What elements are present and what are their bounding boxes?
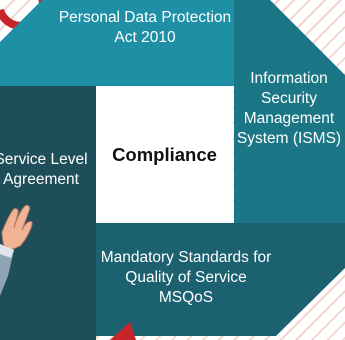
section-top-shape [0,0,234,86]
section-left-shape [0,86,96,340]
hand-illustration [0,204,33,296]
section-top-label: Personal Data Protection Act 2010 [58,9,232,46]
hand-fingers [1,204,33,253]
section-bottom-label: Mandatory Standards for Quality of Servi… [100,249,272,306]
section-bottom-shape [96,223,345,336]
section-left-label: Service Level Agreement [0,151,88,188]
center-title: Compliance [112,143,217,165]
section-right-shape [234,0,345,223]
center-box: Compliance [96,86,233,223]
hand-sleeve-cuff [0,244,14,258]
red-triangle-decoration [110,322,136,340]
section-right-label: Information Security Management System (… [236,70,342,147]
